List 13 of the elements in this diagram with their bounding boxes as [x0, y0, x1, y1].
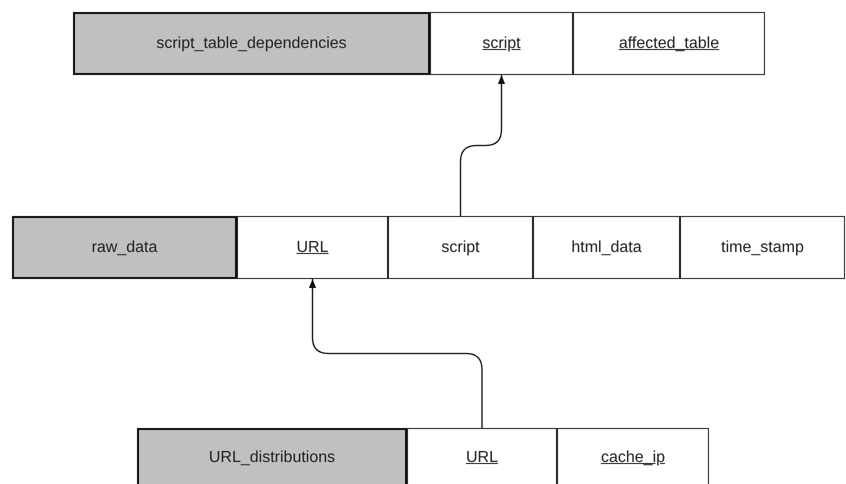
table-name-header: raw_data: [12, 216, 237, 279]
table-name-header: script_table_dependencies: [73, 12, 430, 75]
column-name: time_stamp: [680, 216, 845, 279]
column-name: script: [388, 216, 533, 279]
key-column-name: URL: [407, 428, 557, 484]
key-column-name: URL: [237, 216, 388, 279]
key-column-name: affected_table: [573, 12, 765, 75]
arrow: [460, 75, 506, 216]
key-column-name: cache_ip: [557, 428, 709, 484]
table-name-header: URL_distributions: [137, 428, 407, 484]
column-name: html_data: [533, 216, 680, 279]
arrow: [308, 279, 483, 428]
key-column-name: script: [430, 12, 573, 75]
